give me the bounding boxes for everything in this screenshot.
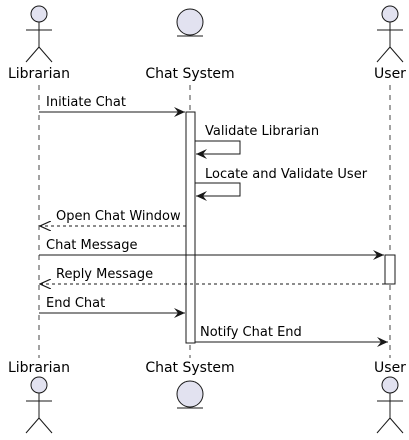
participant-label: Chat System xyxy=(145,66,234,82)
participant-user-top: User xyxy=(374,5,406,82)
message-label: Reply Message xyxy=(56,267,153,282)
message-locate-validate-user: Locate and Validate User xyxy=(195,167,368,201)
activation-bar-chat-system xyxy=(185,111,196,344)
entity-icon xyxy=(176,8,204,37)
participant-librarian-bottom: Librarian xyxy=(8,360,70,434)
participant-label: Librarian xyxy=(8,360,70,376)
message-open-chat-window: Open Chat Window xyxy=(40,209,186,226)
message-label: Locate and Validate User xyxy=(205,167,368,182)
actor-icon xyxy=(25,5,53,63)
message-arrow xyxy=(195,182,241,201)
messages: Initiate Chat Validate Librarian Locate … xyxy=(39,95,388,347)
actor-icon xyxy=(25,376,53,434)
actor-icon xyxy=(376,376,404,434)
message-reply-message: Reply Message xyxy=(40,267,385,284)
message-end-chat: End Chat xyxy=(39,296,185,318)
message-label: Initiate Chat xyxy=(46,95,126,110)
message-label: Open Chat Window xyxy=(56,209,181,224)
message-validate-librarian: Validate Librarian xyxy=(195,124,319,159)
participant-label: Librarian xyxy=(8,66,70,82)
participant-label: User xyxy=(374,66,406,82)
participant-label: User xyxy=(374,360,406,376)
actor-icon xyxy=(376,5,404,63)
message-label: End Chat xyxy=(46,296,105,311)
message-label: Chat Message xyxy=(46,238,138,253)
entity-icon xyxy=(176,380,204,409)
participant-chat-system-bottom: Chat System xyxy=(145,360,235,409)
message-notify-chat-end: Notify Chat End xyxy=(195,325,388,347)
message-label: Validate Librarian xyxy=(205,124,319,139)
message-arrow xyxy=(195,140,241,159)
participant-user-bottom: User xyxy=(374,360,406,434)
message-initiate-chat: Initiate Chat xyxy=(39,95,185,117)
message-label: Notify Chat End xyxy=(200,325,302,340)
message-chat-message: Chat Message xyxy=(39,238,384,260)
participant-label: Chat System xyxy=(145,360,234,376)
activation-bar-user xyxy=(384,254,396,285)
participant-chat-system-top: Chat System xyxy=(145,8,235,82)
participant-librarian-top: Librarian xyxy=(8,5,70,82)
